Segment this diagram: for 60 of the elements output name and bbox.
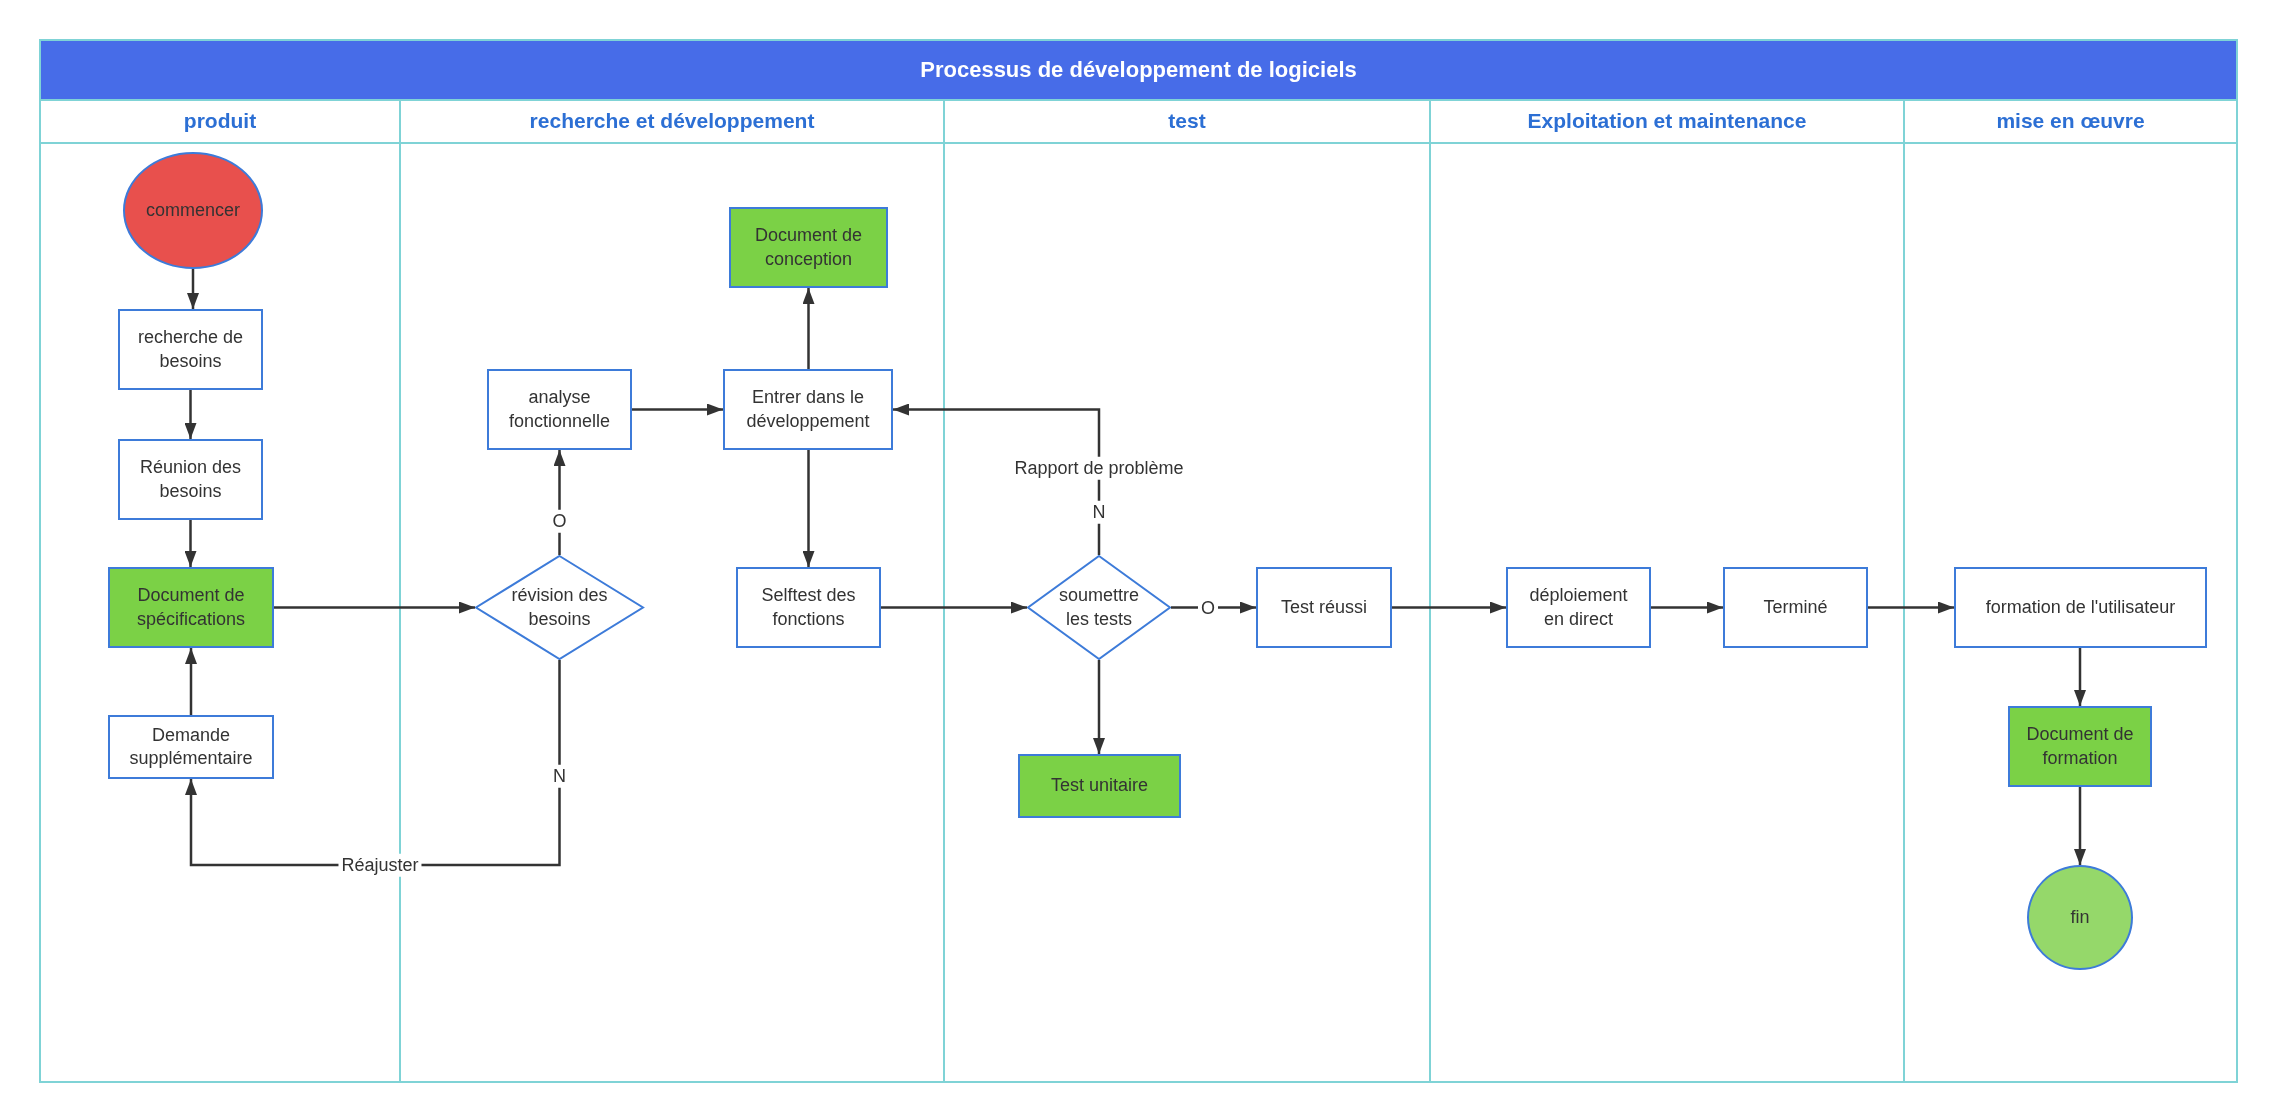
decision-diamond	[475, 555, 644, 660]
arrow	[185, 648, 197, 715]
lane-header: mise en œuvre	[1903, 99, 2238, 144]
process-box	[108, 715, 274, 779]
arrow	[881, 601, 1027, 614]
arrow	[802, 288, 815, 369]
arrow	[893, 403, 1101, 555]
process-box	[1506, 567, 1651, 648]
node-label: fin	[2070, 905, 2090, 929]
arrow	[802, 450, 815, 567]
node-label: formation de l'utilisateur	[1985, 595, 2176, 619]
arrow	[1171, 601, 1256, 614]
decision-label: révision des besoins	[510, 584, 609, 631]
process-box	[1256, 567, 1392, 648]
process-box	[1723, 567, 1868, 648]
node-label: Demande supplémentaire	[128, 723, 254, 770]
process-box	[723, 369, 893, 450]
process-box	[736, 567, 881, 648]
decision-diamond	[1027, 555, 1171, 660]
node-label: analyse fonctionnelle	[507, 386, 612, 433]
node-label: Document de spécifications	[135, 584, 247, 631]
document-box	[108, 567, 274, 648]
node-label: Test unitaire	[1050, 774, 1149, 798]
arrow	[2074, 787, 2086, 865]
document-box	[1018, 754, 1181, 818]
process-box	[1954, 567, 2207, 648]
node-label: Document de conception	[753, 224, 864, 271]
arrow	[1868, 601, 1954, 614]
arrow	[184, 390, 197, 439]
node-label: Document de formation	[2025, 723, 2135, 770]
lane-header: recherche et développement	[399, 99, 945, 144]
arrow	[632, 403, 723, 416]
node-label: recherche de besoins	[136, 326, 245, 373]
node-label: Selftest des fonctions	[760, 584, 857, 631]
lane-header: produit	[39, 99, 401, 144]
arrow	[187, 269, 199, 309]
arrow	[1392, 601, 1506, 614]
document-box	[2008, 706, 2152, 787]
swimlane	[1903, 99, 2238, 1083]
line-label: Réajuster	[338, 853, 422, 877]
arrow	[184, 520, 197, 567]
node-label: Réunion des besoins	[138, 456, 243, 503]
process-box	[118, 309, 263, 390]
document-box	[729, 207, 888, 288]
title-bar: Processus de développement de logiciels	[39, 39, 2238, 101]
node-label: Test réussi	[1281, 595, 1367, 619]
arrow	[274, 601, 475, 614]
lane-header: Exploitation et maintenance	[1429, 99, 1905, 144]
arrow	[1093, 660, 1105, 754]
node-label: commencer	[146, 198, 240, 222]
node-label: déploiement en direct	[1528, 584, 1629, 631]
arrow	[2074, 648, 2086, 706]
node-label: Entrer dans le développement	[745, 386, 871, 433]
arrow	[1651, 601, 1723, 614]
lane-header: test	[943, 99, 1431, 144]
arrow	[553, 450, 566, 555]
process-box	[118, 439, 263, 520]
node-label: Terminé	[1763, 595, 1828, 619]
decision-label: soumettre les tests	[1057, 584, 1140, 631]
process-box	[487, 369, 632, 450]
